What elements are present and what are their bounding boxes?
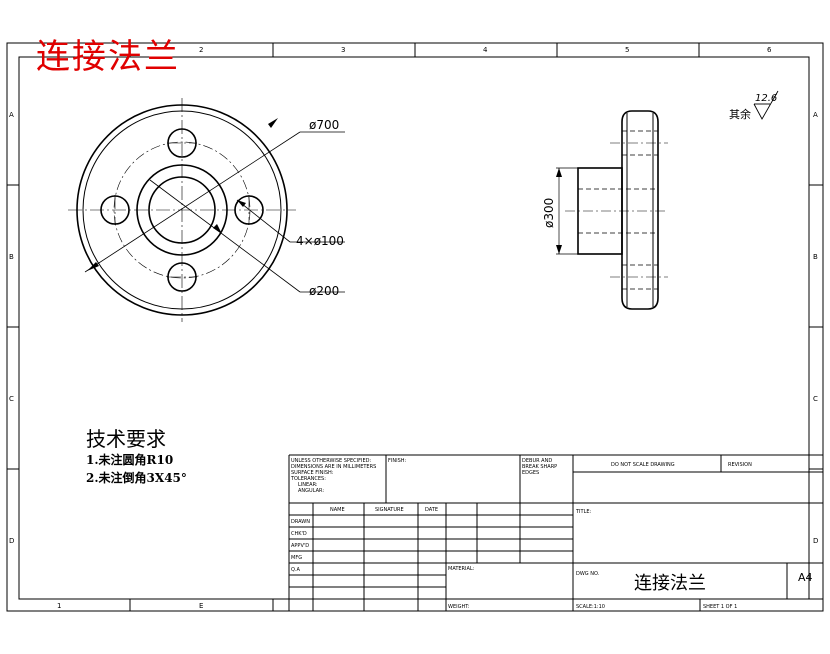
zone-row-a-right: A [813,111,818,119]
tb-note-0: UNLESS OTHERWISE SPECIFIED: [291,458,371,464]
tb-row-qa: Q.A [291,567,301,573]
dim-d200: ø200 [309,284,339,298]
tb-weight: WEIGHT: [448,604,470,610]
tb-do-not-scale: DO NOT SCALE DRAWING [611,462,675,468]
tb-finish: FINISH: [388,458,406,464]
tb-row-appvd: APPV'D [291,543,309,549]
dim-d700: ø700 [309,118,339,132]
tb-row-drawn: DRAWN [291,519,310,525]
zone-col-3: 3 [341,46,345,54]
zone-ticks [7,43,823,611]
tb-part-name: 连接法兰 [634,573,706,594]
side-view [556,110,668,310]
title-block [288,454,823,611]
tb-material: MATERIAL: [448,566,475,572]
leader-arrows [87,118,278,271]
zone-col-bottom-e: E [199,602,203,610]
zone-row-c: C [9,395,14,403]
surface-roughness-symbol [753,90,779,120]
zone-row-d-right: D [813,537,818,545]
tb-deburr-1: BREAK SHARP [522,464,557,470]
tb-deburr-2: EDGES [522,470,539,476]
tb-row-mfg: MFG [291,555,302,561]
tb-note-4: LINEAR: [298,482,318,488]
d300-arrows [556,168,562,254]
zone-col-4: 4 [483,46,488,54]
tech-requirement-1: 1.未注圆角R10 [86,453,174,467]
zone-row-b: B [9,253,14,261]
zone-col-6: 6 [767,46,772,54]
tb-scale: SCALE:1:10 [576,604,605,610]
tb-dwg-no: DWG NO. [576,571,600,577]
dim-d100: 4×ø100 [296,234,344,248]
tb-deburr-0: DEBUR AND [522,458,552,464]
dim-d300: ø300 [542,198,556,228]
tb-col-signature: SIGNATURE [375,507,404,513]
zone-row-a: A [9,111,14,119]
front-view [68,98,345,322]
tb-note-3: TOLERANCES: [290,476,326,482]
tb-note-1: DIMENSIONS ARE IN MILLIMETERS [291,464,376,470]
tb-col-name: NAME [330,507,345,513]
tb-size: A4 [798,571,813,584]
tb-note-5: ANGULAR: [298,488,324,494]
zone-row-b-right: B [813,253,818,261]
zone-row-d: D [9,537,14,545]
zone-col-bottom-1: 1 [57,602,61,610]
tb-row-chkd: CHK'D [291,531,307,537]
tb-note-2: SURFACE FINISH: [291,470,334,476]
tb-sheet: SHEET 1 OF 1 [703,604,737,610]
zone-col-2: 2 [199,46,203,54]
inner-border [18,56,810,600]
tb-revision: REVISION [728,462,752,468]
tb-col-date: DATE [425,507,438,513]
zone-col-5: 5 [625,46,629,54]
surface-label: 其余 [729,107,751,121]
outer-border [6,42,824,612]
overlay-title: 连接法兰 [36,37,180,77]
tb-title-label: TITLE: [575,509,592,515]
surface-roughness-value: 12.6 [755,93,777,104]
zone-row-c-right: C [813,395,818,403]
tech-requirements-title: 技术要求 [86,427,166,451]
tech-requirement-2: 2.未注倒角3X45° [86,471,187,485]
